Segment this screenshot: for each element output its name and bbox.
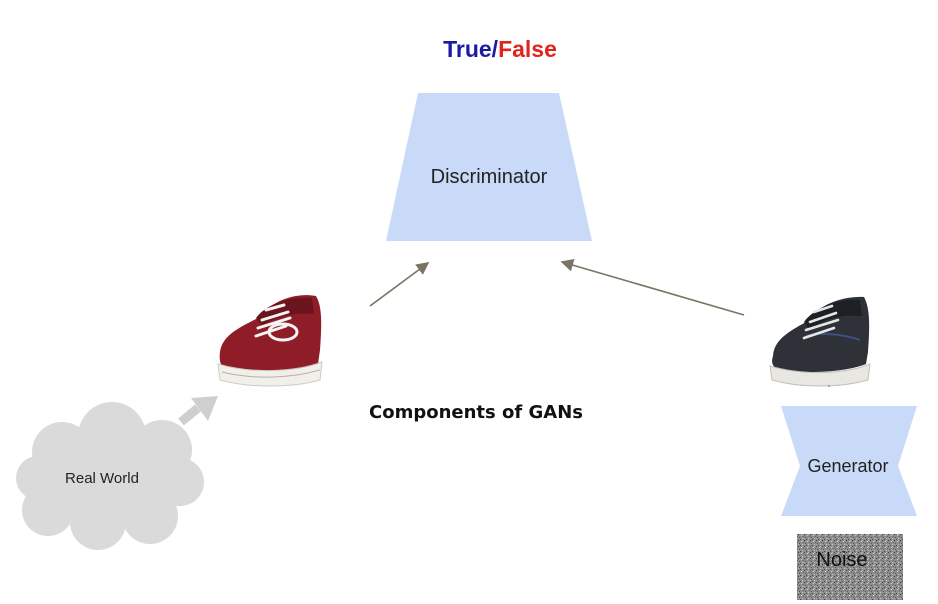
verdict-label: True/False [443, 36, 557, 62]
verdict-true: True [443, 36, 492, 62]
red-sneaker-icon [217, 295, 323, 387]
discriminator-shape [386, 93, 592, 241]
cloud-icon: Real World [16, 402, 204, 550]
verdict-false: False [498, 36, 557, 62]
cloud-to-shoe-arrow [178, 396, 218, 426]
diagram-caption: Components of GANs [369, 402, 583, 423]
real-to-discriminator-arrow [369, 262, 430, 307]
dark-sneaker-icon [769, 296, 871, 388]
noise-block: Noise [797, 534, 903, 600]
noise-texture [797, 534, 903, 600]
noise-label: Noise [816, 549, 867, 571]
real-world-label: Real World [65, 470, 139, 487]
generator-block: Generator [781, 406, 917, 516]
generator-label: Generator [807, 456, 888, 476]
verdict-separator: / [492, 36, 499, 62]
discriminator-label: Discriminator [431, 166, 548, 188]
generator-shape [781, 406, 917, 516]
fake-to-discriminator-arrow [560, 258, 745, 316]
discriminator-block: Discriminator [386, 93, 592, 241]
